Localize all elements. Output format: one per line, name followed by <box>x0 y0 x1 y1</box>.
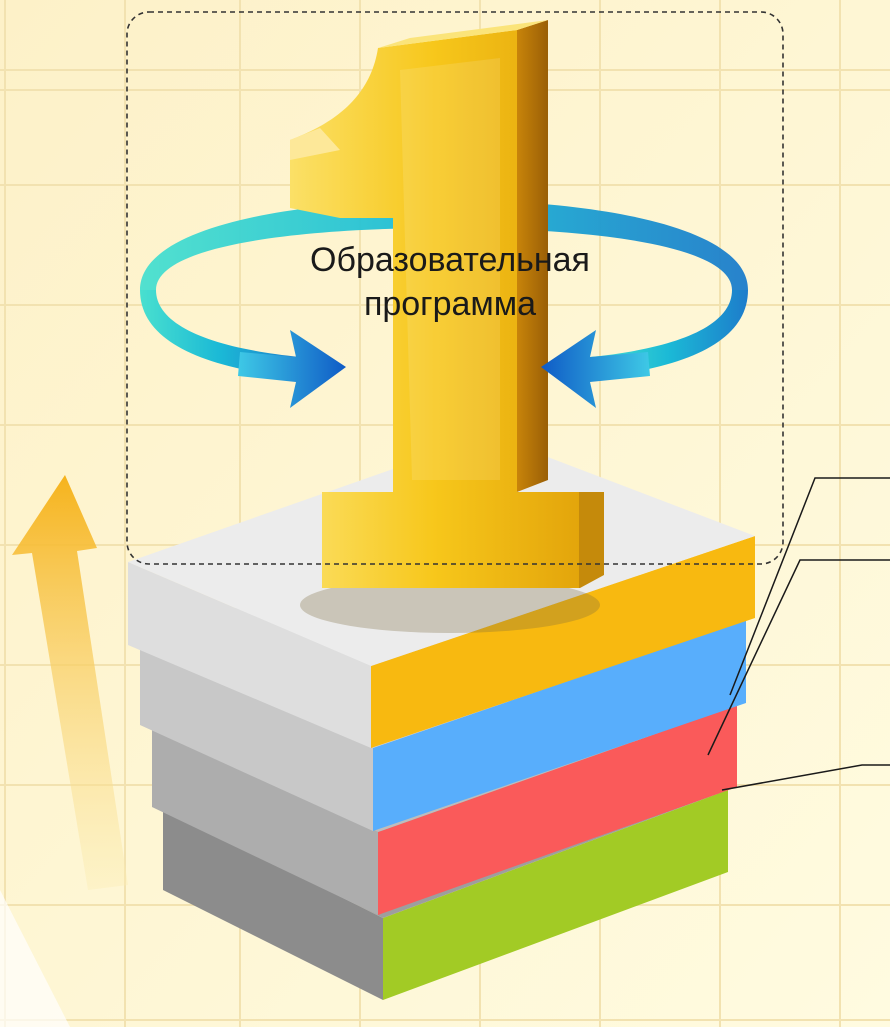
center-label: Образовательная программа <box>190 238 710 326</box>
label-line-2: программа <box>190 282 710 326</box>
label-line-1: Образовательная <box>190 238 710 282</box>
